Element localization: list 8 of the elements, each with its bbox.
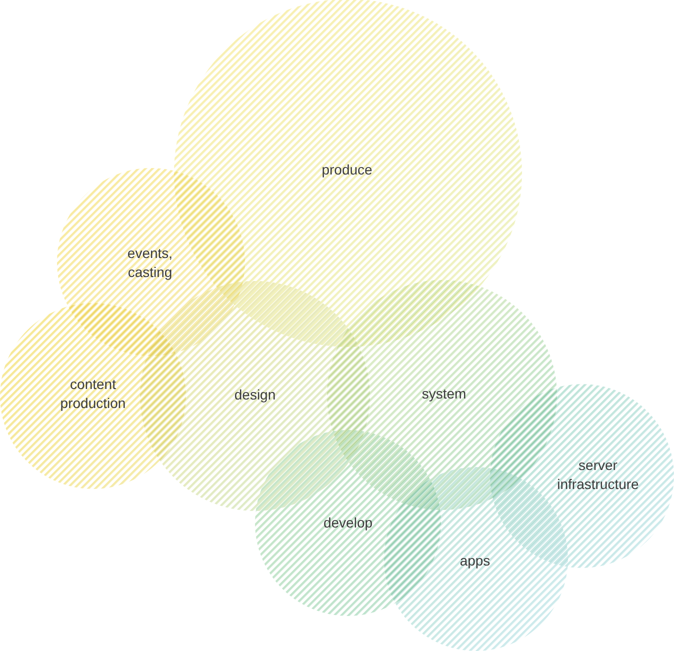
- circle-label: apps: [460, 552, 490, 570]
- circle-label: events, casting: [126, 244, 174, 282]
- circle-label: server infrastructure: [556, 456, 640, 494]
- circle-label: system: [422, 384, 466, 404]
- circle-label: content production: [59, 375, 127, 413]
- circle-label: produce: [322, 160, 372, 180]
- circle-label: develop: [323, 514, 373, 532]
- circle-label: design: [234, 386, 276, 404]
